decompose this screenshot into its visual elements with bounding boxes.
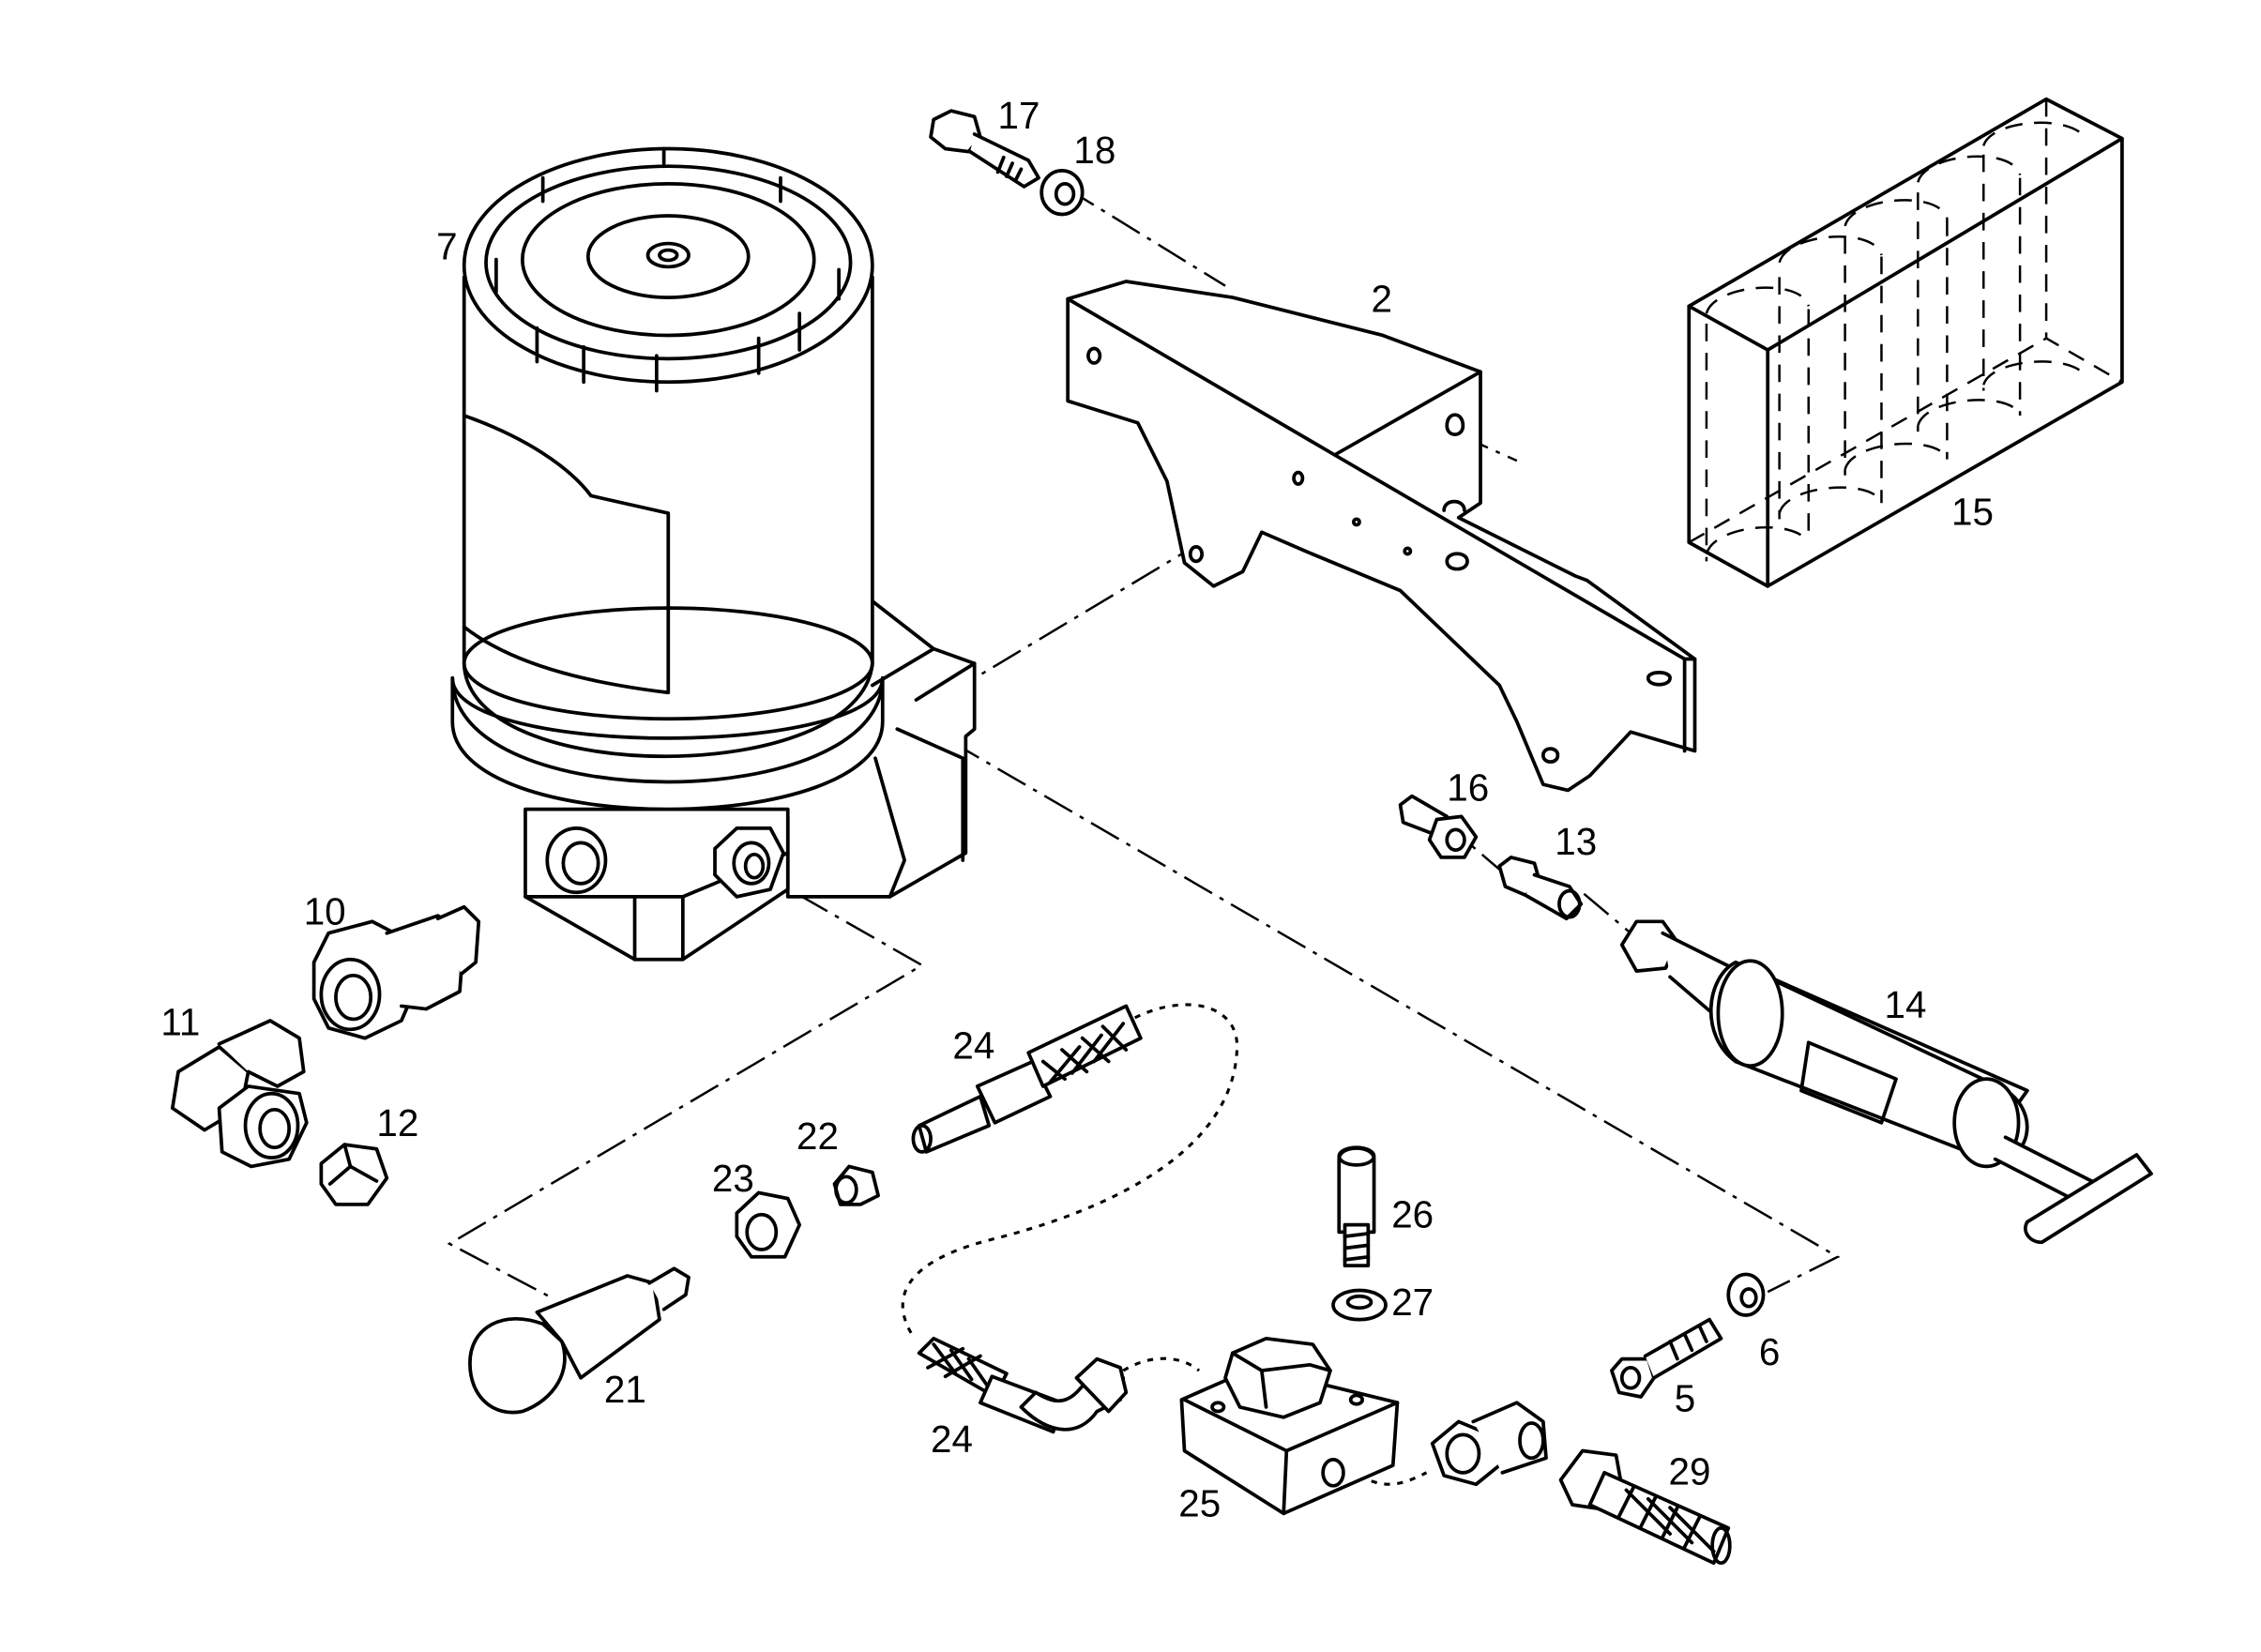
callout-11: 11 [160, 1001, 200, 1044]
callout-26: 26 [1391, 1193, 1434, 1236]
washer-6 [1726, 1272, 1766, 1317]
plug-21 [468, 1266, 690, 1415]
callout-15: 15 [1951, 491, 1994, 534]
callout-23: 23 [712, 1157, 754, 1200]
fitting-13 [1497, 856, 1584, 921]
bolt-26 [1337, 1145, 1376, 1267]
callout-18: 18 [1073, 129, 1115, 172]
grease-gun-14 [1619, 919, 2153, 1245]
elbow-connector-11 [170, 1019, 309, 1169]
callout-27: 27 [1391, 1281, 1434, 1324]
mounting-bracket-2 [1066, 280, 1697, 793]
cap-12 [319, 1143, 389, 1206]
callout-5: 5 [1675, 1377, 1695, 1420]
callout-17: 17 [998, 94, 1040, 137]
callout-25: 25 [1178, 1481, 1221, 1524]
bolt-17 [929, 109, 1040, 189]
sleeve-22 [832, 1164, 880, 1206]
washer-27 [1331, 1288, 1388, 1322]
bolt-5 [1610, 1317, 1723, 1399]
connector-10 [311, 904, 481, 1040]
cartridge-box-15 [1687, 97, 2124, 588]
callout-13: 13 [1555, 820, 1597, 863]
callout-24a: 24 [952, 1023, 994, 1067]
elbow-fitting [1430, 1401, 1548, 1487]
hose-24-lower [917, 1336, 1129, 1434]
callout-29: 29 [1669, 1449, 1711, 1493]
hose-24-upper [911, 1004, 1143, 1154]
callout-16: 16 [1447, 765, 1489, 809]
callout-14: 14 [1885, 983, 1927, 1026]
callout-22: 22 [797, 1114, 839, 1158]
callout-21: 21 [604, 1368, 646, 1411]
callout-2: 2 [1371, 278, 1391, 321]
callouts: 2 5 6 7 10 11 12 13 14 15 16 17 18 21 22… [160, 94, 1994, 1525]
block-25 [1179, 1336, 1400, 1516]
callout-10: 10 [304, 889, 346, 932]
washer-18 [1039, 168, 1085, 217]
hose-29 [1558, 1448, 1732, 1566]
grease-pump-7 [450, 146, 977, 962]
callout-24b: 24 [931, 1417, 973, 1461]
fitting-16 [1398, 794, 1479, 859]
callout-6: 6 [1759, 1330, 1780, 1373]
callout-12: 12 [376, 1101, 418, 1144]
nut-23 [735, 1190, 802, 1259]
callout-7: 7 [436, 225, 457, 268]
